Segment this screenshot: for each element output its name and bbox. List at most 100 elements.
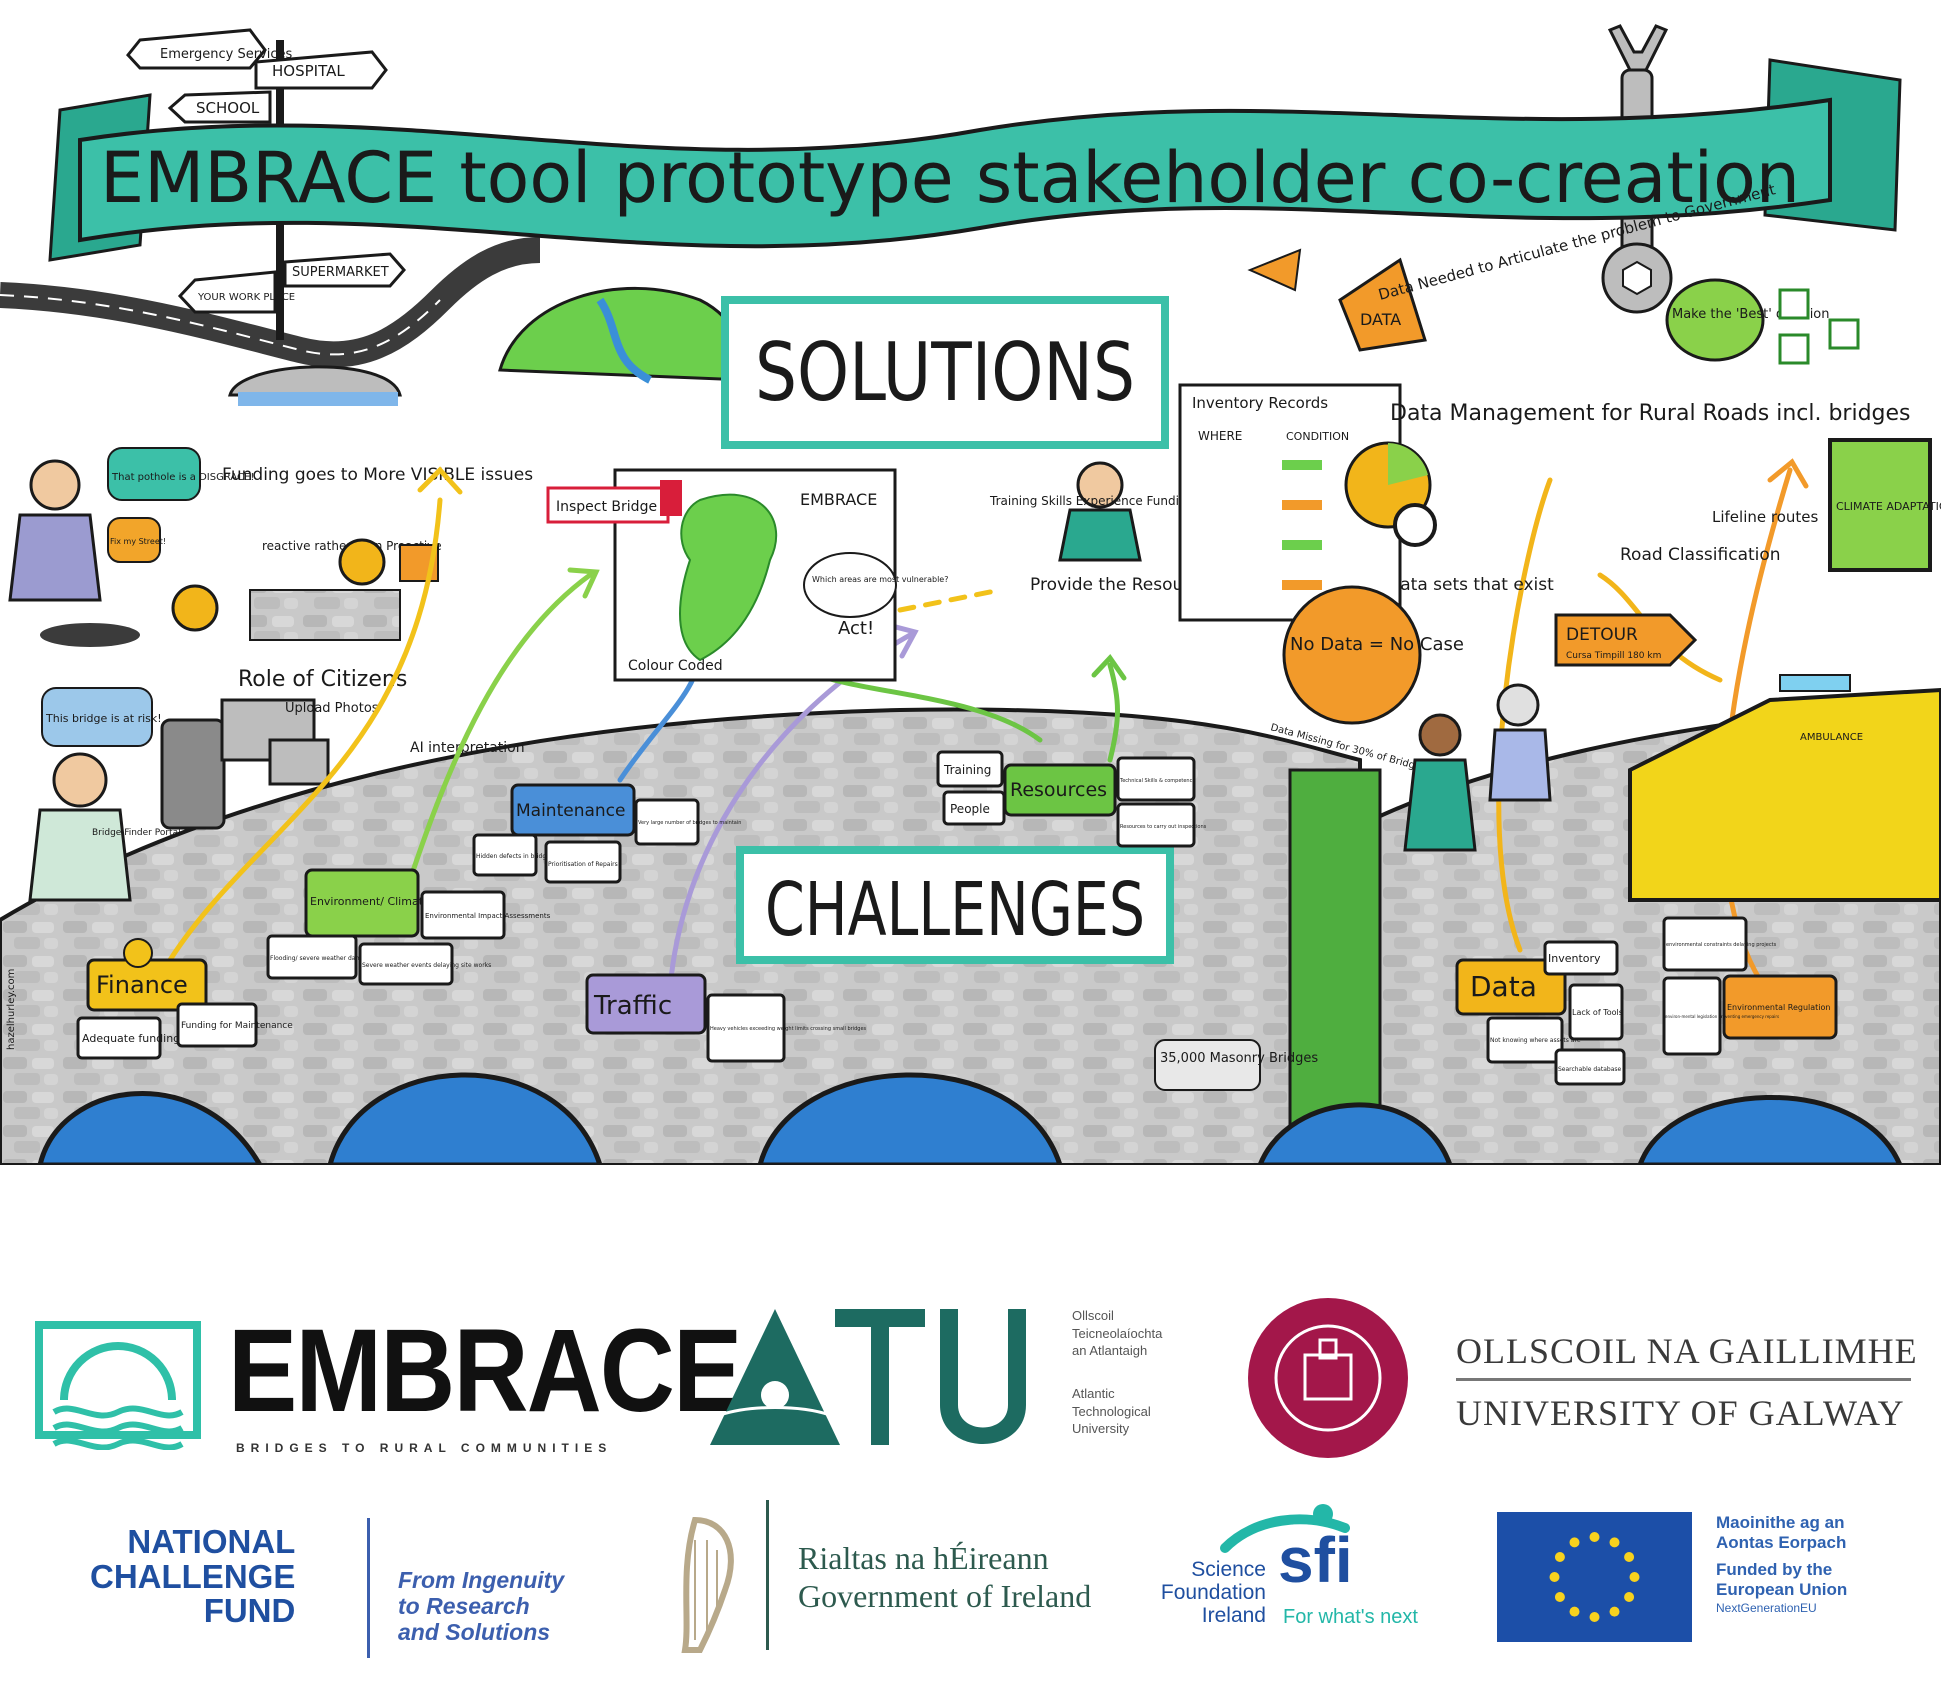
vulnerable-question: Which areas are most vulnerable? <box>812 575 948 584</box>
ambulance-label: AMBULANCE <box>1800 732 1863 743</box>
environment-item: Severe weather events delaying site work… <box>358 942 491 986</box>
eu-star-icon <box>1609 1606 1620 1617</box>
ncf-line: NATIONAL <box>127 1523 296 1560</box>
data-item: Not knowing where assets are <box>1486 1016 1581 1064</box>
ai-note: AI interpretation <box>410 740 525 756</box>
lifeline-note: Lifeline routes <box>1712 508 1819 526</box>
maintenance-label: Maintenance <box>516 801 625 821</box>
detour-sub-label: Cursa Timpill 180 km <box>1566 651 1661 661</box>
resources-tag: Resources <box>1003 763 1117 817</box>
atu-english-name: Atlantic Technological University <box>1072 1385 1151 1438</box>
eu-line: Maoinithe ag an <box>1716 1513 1845 1532</box>
maintenance-item-text: Hidden defects in bridges <box>476 853 553 860</box>
road-classification-note: Road Classification <box>1620 545 1781 565</box>
siren-light <box>1779 674 1851 692</box>
resources-item: Technical Skills & competence <box>1116 756 1196 802</box>
traffic-tag: Traffic <box>585 973 707 1035</box>
masonry-note: 35,000 Masonry Bridges <box>1160 1051 1318 1066</box>
sketchnote-illustration: Emergency Services HOSPITAL SCHOOL YOUR … <box>0 24 1941 1165</box>
bridge-break-vegetation <box>1288 768 1382 1165</box>
sfi-line: Science <box>1191 1558 1266 1581</box>
climate-sign <box>1828 438 1932 572</box>
resources-label: Resources <box>1010 779 1107 801</box>
galway-seal-logo <box>1248 1298 1408 1458</box>
eu-flag-icon <box>1497 1512 1692 1642</box>
eu-star-icon <box>1569 1537 1580 1548</box>
eu-line: Aontas Eorpach <box>1716 1533 1847 1553</box>
detour-sign <box>1554 613 1698 667</box>
euro-coin-icon <box>338 538 386 586</box>
maintenance-item: Very large number of bridges to maintain <box>634 798 741 846</box>
embrace-tagline: BRIDGES TO RURAL COMMUNITIES <box>236 1441 613 1455</box>
embrace-logo-icon <box>35 1321 201 1450</box>
env-reg-item-text: environ-mental legislation preventing em… <box>1665 1014 1779 1019</box>
ncf-logo: NATIONAL CHALLENGE FUND <box>90 1523 296 1629</box>
act-label: Act! <box>838 618 874 639</box>
citizens-reporting-scene: This bridge is at risk! Bridge Finder Po… <box>6 667 525 1050</box>
harp-icon <box>1247 248 1302 292</box>
laptop-icon <box>268 738 330 786</box>
maintenance-item: Hidden defects in bridges <box>472 833 553 877</box>
maintenance-item: Prioritisation of Repairs <box>544 840 622 884</box>
galway-divider <box>1456 1378 1911 1381</box>
artist-credit: hazelhurley.com <box>6 969 17 1050</box>
env-reg-item-text: environmental constraints delaying proje… <box>1666 942 1777 948</box>
ncf-tagline-line: From Ingenuity <box>398 1567 565 1593</box>
bridge-arches <box>37 1072 1903 1165</box>
euro-icon <box>123 938 153 968</box>
finance-item: Funding for Maintenance <box>176 1002 293 1048</box>
eu-small-line: NextGenerationEU <box>1716 1600 1817 1615</box>
detour-label: DETOUR <box>1566 625 1638 645</box>
ncf-tagline-line: to Research <box>398 1592 530 1619</box>
atu-irish-line: an Atlantaigh <box>1072 1343 1148 1359</box>
atu-english-line: Atlantic <box>1072 1386 1115 1401</box>
resources-item-text: Technical Skills & competence <box>1119 778 1195 784</box>
euro-coin-icon <box>171 584 219 632</box>
pedestrian <box>1418 713 1462 757</box>
records-condition: CONDITION <box>1286 430 1349 443</box>
atu-english-line: Technological <box>1072 1403 1151 1419</box>
megaphone-data-label: DATA <box>1360 310 1401 329</box>
funding-note: Funding goes to More VISIBLE issues <box>222 465 533 485</box>
traffic-item-text: Heavy vehicles exceeding weight limits c… <box>710 1026 867 1032</box>
pothole <box>40 623 140 647</box>
atu-irish-line: Ollscoil <box>1072 1308 1114 1323</box>
resources-item-text: Training <box>943 763 991 777</box>
atu-irish-line: Teicneolaíochta <box>1072 1325 1163 1341</box>
eu-star-icon <box>1589 1532 1600 1542</box>
phone-icon <box>160 718 226 830</box>
eu-star-icon <box>1554 1592 1565 1602</box>
bridge-risk-bubble: This bridge is at risk! <box>45 712 162 725</box>
magnifier-icon <box>1393 503 1437 547</box>
inspect-bridge-button-label: Inspect Bridge <box>556 499 657 515</box>
eu-star-icon <box>1624 1552 1635 1562</box>
sign-school: SCHOOL <box>196 99 260 117</box>
sfi-name: Science Foundation Ireland <box>1140 1558 1266 1627</box>
citizens-note: Role of Citizens <box>238 667 407 692</box>
data-tag: Data <box>1455 958 1567 1016</box>
maintenance-tag: Maintenance <box>510 783 636 837</box>
records-title: Inventory Records <box>1192 394 1328 412</box>
solutions-heading: SOLUTIONS <box>755 326 1135 419</box>
traffic-label: Traffic <box>593 991 672 1021</box>
sfi-mark: sfi <box>1278 1524 1353 1596</box>
atu-irish-name: Ollscoil Teicneolaíochta an Atlantaigh <box>1072 1307 1162 1360</box>
megaphone-icon <box>1338 257 1427 352</box>
sign-workplace: YOUR WORK PLACE <box>197 292 295 303</box>
environment-item-text: Flooding/ severe weather damaging bridge… <box>270 955 402 962</box>
gov-english-name: Government of Ireland <box>798 1578 1092 1614</box>
data-item: Inventory <box>1543 940 1619 976</box>
gov-irish-name: Rialtas na hÉireann <box>798 1540 1049 1576</box>
records-where: WHERE <box>1198 429 1242 443</box>
resources-item: People <box>942 790 1006 826</box>
env-reg-item: environ-mental legislation preventing em… <box>1662 976 1779 1056</box>
warning-icon <box>660 480 682 516</box>
banner-title: EMBRACE tool prototype stakeholder co-cr… <box>100 137 1800 219</box>
colour-coded-label: Colour Coded <box>628 658 723 674</box>
hill-village <box>498 287 748 382</box>
sfi-line: Foundation <box>1160 1581 1266 1605</box>
traffic-item: Heavy vehicles exceeding weight limits c… <box>706 993 867 1063</box>
checkbox-icon <box>1828 318 1860 350</box>
elderly-person <box>1496 683 1540 727</box>
no-data-note: No Data = No Case <box>1290 634 1464 655</box>
